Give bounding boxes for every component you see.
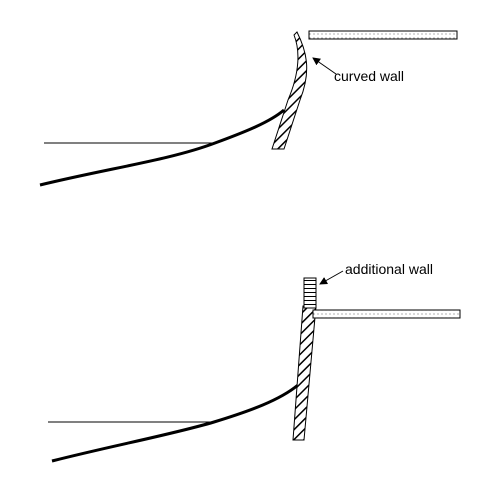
- seabed-slope-bottom: [51, 383, 299, 463]
- bottom-scene: [48, 270, 461, 463]
- curved-wall-pointer: [312, 57, 337, 75]
- curved-wall: [271, 31, 308, 150]
- additional-wall-pointer: [319, 270, 344, 285]
- additional-wall: [303, 277, 317, 309]
- seabed-slope-top: [39, 108, 285, 187]
- additional-wall-label: additional wall: [345, 261, 433, 277]
- promenade-slab-bottom: [312, 309, 461, 319]
- sloped-seawall: [292, 305, 317, 441]
- top-scene: [39, 30, 458, 187]
- promenade-slab-top: [308, 30, 458, 40]
- curved-wall-label: curved wall: [334, 68, 405, 84]
